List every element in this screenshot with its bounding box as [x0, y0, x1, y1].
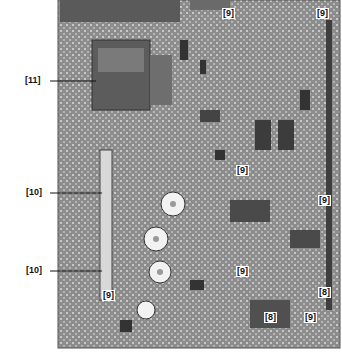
callout-number: [10] [25, 187, 43, 198]
callout-number: [10] [25, 265, 43, 276]
callout-number: [9] [316, 8, 329, 19]
callout-number: [9] [236, 266, 249, 277]
callout-number: [9] [236, 165, 249, 176]
callout-number: [9] [102, 290, 115, 301]
callout-number: [11] [24, 75, 42, 86]
callout-number: [8] [318, 287, 331, 298]
callout-number: [9] [318, 195, 331, 206]
callout-number: [9] [304, 312, 317, 323]
callout-number: [8] [264, 312, 277, 323]
callout-number: [9] [222, 8, 235, 19]
